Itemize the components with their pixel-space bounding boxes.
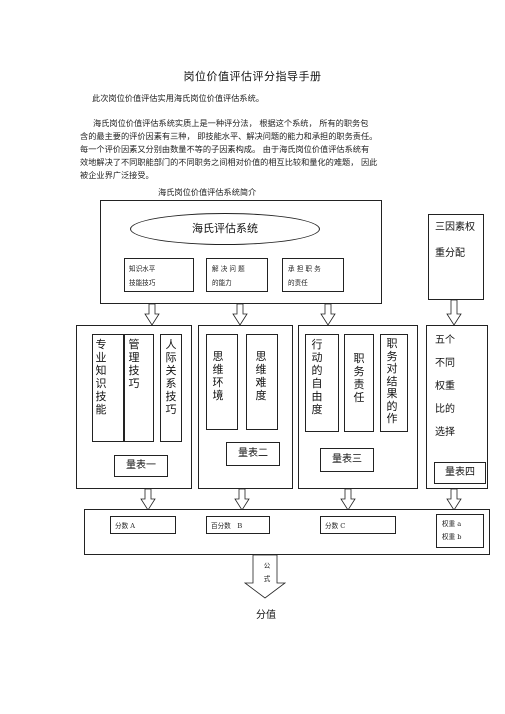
arrow-down-icon <box>140 489 156 511</box>
arrow-down-icon <box>446 489 462 511</box>
col-thinking-difficulty: 思维难度 <box>255 350 267 402</box>
table-two: 量表二 <box>226 442 280 466</box>
col-interpersonal-skill: 人际关系技巧 <box>165 338 177 416</box>
weight-a: 权重 a <box>442 520 462 528</box>
formula-label: 公 式 <box>263 562 271 583</box>
col-box <box>206 334 238 430</box>
arrow-down-icon <box>446 300 462 326</box>
col-result-impact: 职务对结果的作 <box>386 337 398 425</box>
arrow-down-icon <box>144 304 160 326</box>
table-four: 量表四 <box>434 462 486 484</box>
col-job-responsibility: 职务责任 <box>353 352 365 404</box>
result-score: 分值 <box>256 610 276 621</box>
body-line: 海氏岗位价值评估系统实质上是一种评分法， 根据这个系统， 所有的职务包 <box>93 118 369 128</box>
score-c: 分数 C <box>320 516 396 534</box>
weight-choice-line: 选择 <box>435 427 455 438</box>
body-line: 被企业界广泛接受。 <box>80 170 154 180</box>
percent-b: 百分数 B <box>206 516 270 534</box>
weight-b: 权重 b <box>442 533 462 541</box>
arrow-down-icon <box>320 304 336 326</box>
factor-accountability: 承 担 职 务 的责任 <box>282 258 344 292</box>
arrow-down-icon <box>234 489 250 511</box>
col-box <box>124 334 154 442</box>
diagram-caption: 海氏岗位价值评估系统简介 <box>158 187 257 197</box>
col-thinking-environment: 思维环境 <box>212 350 224 402</box>
body-line: 含的最主要的评价因素有三种， 即技能水平、解决问题的能力和承担的职务责任。 <box>80 131 378 141</box>
col-freedom-of-action: 行动的自由度 <box>311 338 323 416</box>
system-ellipse: 海氏评估系统 <box>130 213 320 245</box>
weight-choice-line: 比的 <box>435 404 455 415</box>
col-box <box>160 334 182 442</box>
arrow-down-icon <box>340 489 356 511</box>
col-professional-skill: 专业知识技能 <box>95 338 107 416</box>
weight-choice-line: 权重 <box>435 381 455 392</box>
col-management-skill: 管理技巧 <box>128 338 140 390</box>
col-box <box>92 334 124 442</box>
formula-arrow-icon <box>244 555 286 599</box>
col-box <box>344 334 374 432</box>
document-title: 岗位价值评估评分指导手册 <box>183 70 322 83</box>
factor-skill: 知识水平 技能技巧 <box>124 258 194 292</box>
col-box <box>246 334 278 430</box>
table-one: 量表一 <box>114 455 168 477</box>
arrow-down-icon <box>232 304 248 326</box>
weight-choice-line: 不同 <box>435 358 455 369</box>
intro-text: 此次岗位价值评估实用海氏岗位价值评估系统。 <box>92 93 264 103</box>
score-a: 分数 A <box>110 516 176 534</box>
group-weight-choice <box>426 325 488 489</box>
factor-problem-solving: 解 决 问 题 的能力 <box>206 258 268 292</box>
table-three: 量表三 <box>320 448 374 472</box>
weight-choice-text: 五个 不同 权重 比的 选择 <box>435 334 455 439</box>
body-line: 每一个评价因素又分别由数量不等的子因素构成。 由于海氏岗位价值评估系统有 <box>80 144 370 154</box>
weight-distribution-box: 三因素权 重分配 <box>428 214 484 300</box>
weights-box: 权重 a 权重 b <box>436 514 484 548</box>
body-line: 效地解决了不同职能部门的不同职务之间相对价值的相互比较和量化的难题， 因此 <box>80 157 378 167</box>
col-box <box>305 334 339 432</box>
body-paragraph: 海氏岗位价值评估系统实质上是一种评分法， 根据这个系统， 所有的职务包 含的最主… <box>80 117 480 182</box>
col-box <box>380 334 408 432</box>
weight-choice-line: 五个 <box>435 335 455 346</box>
